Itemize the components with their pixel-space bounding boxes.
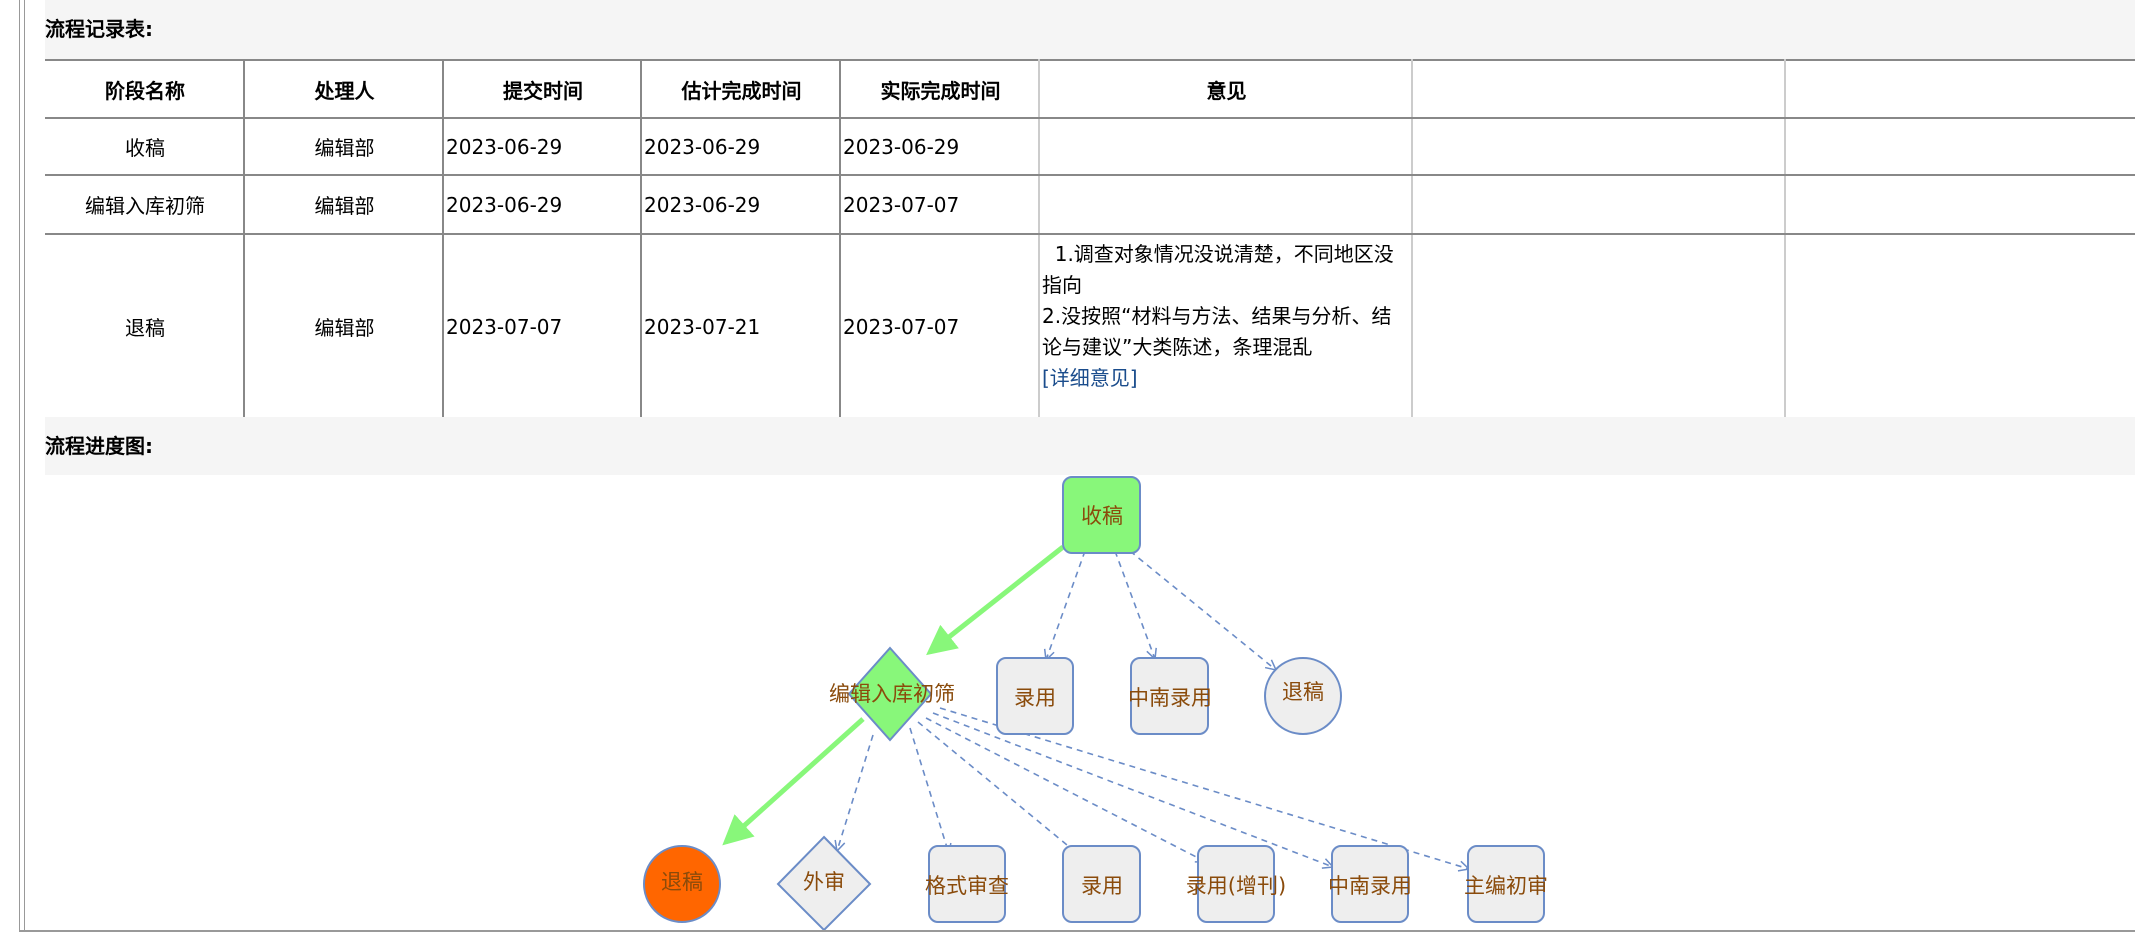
process-record-table: 阶段名称 处理人 提交时间 估计完成时间 实际完成时间 意见 收稿 编辑部 20… — [45, 59, 2135, 418]
node-format-check[interactable] — [928, 845, 1006, 923]
table-row: 退稿 编辑部 2023-07-07 2023-07-21 2023-07-07 … — [45, 234, 2135, 418]
label-reject-1: 退稿 — [1282, 680, 1324, 704]
table-row: 收稿 编辑部 2023-06-29 2023-06-29 2023-06-29 — [45, 118, 2135, 176]
cell-handler: 编辑部 — [244, 175, 444, 235]
edge-completed — [722, 717, 865, 846]
header-empty-2 — [1785, 59, 2135, 119]
header-stage: 阶段名称 — [45, 59, 245, 119]
edge-dashed — [1043, 550, 1086, 662]
cell-estimated: 2023-06-29 — [641, 118, 841, 176]
cell-stage: 收稿 — [45, 118, 245, 176]
cell-handler: 编辑部 — [244, 234, 444, 418]
cell-handler: 编辑部 — [244, 118, 444, 176]
node-supplement[interactable] — [1197, 845, 1275, 923]
cell-actual: 2023-07-07 — [840, 234, 1040, 418]
left-border-inner — [24, 0, 25, 932]
label-chief-review: 主编初审 — [1464, 874, 1548, 898]
cell-empty — [1412, 234, 1786, 418]
header-handler: 处理人 — [244, 59, 444, 119]
node-reject-1[interactable] — [1264, 657, 1342, 735]
detail-opinion-link[interactable]: [详细意见] — [1042, 366, 1138, 390]
table-row: 编辑入库初筛 编辑部 2023-06-29 2023-06-29 2023-07… — [45, 175, 2135, 235]
table-header-row: 阶段名称 处理人 提交时间 估计完成时间 实际完成时间 意见 — [45, 59, 2135, 119]
cell-empty — [1785, 118, 2135, 176]
label-format-check: 格式审查 — [925, 874, 1009, 898]
cell-submitted: 2023-06-29 — [443, 175, 642, 235]
progress-section-title: 流程进度图: — [45, 417, 2135, 475]
label-zn-accept-1: 中南录用 — [1128, 686, 1212, 710]
cell-opinion — [1039, 175, 1413, 235]
left-border — [19, 0, 20, 932]
label-accept-1: 录用 — [1014, 686, 1056, 710]
header-actual: 实际完成时间 — [840, 59, 1040, 119]
node-receive[interactable] — [1062, 476, 1141, 554]
label-reject-2: 退稿 — [661, 870, 703, 894]
node-accept-1[interactable] — [996, 657, 1074, 735]
cell-opinion: 1.调查对象情况没说清楚，不同地区没指向 2.没按照“材料与方法、结果与分析、结… — [1039, 234, 1413, 418]
label-external-review: 外审 — [803, 870, 845, 894]
label-screen: 编辑入库初筛 — [829, 682, 955, 706]
cell-stage: 退稿 — [45, 234, 245, 418]
cell-empty — [1785, 175, 2135, 235]
node-zn-accept-2[interactable] — [1331, 845, 1409, 923]
header-opinion: 意见 — [1039, 59, 1413, 119]
label-zn-accept-2: 中南录用 — [1328, 874, 1412, 898]
label-accept-2: 录用 — [1081, 874, 1123, 898]
label-supplement: 录用(增刊) — [1186, 874, 1286, 898]
record-section-title: 流程记录表: — [45, 0, 2135, 59]
cell-estimated: 2023-06-29 — [641, 175, 841, 235]
opinion-text: 1.调查对象情况没说清楚，不同地区没指向 2.没按照“材料与方法、结果与分析、结… — [1042, 242, 1394, 359]
label-receive: 收稿 — [1081, 504, 1123, 528]
cell-actual: 2023-07-07 — [840, 175, 1040, 235]
node-accept-2[interactable] — [1062, 845, 1141, 923]
cell-stage: 编辑入库初筛 — [45, 175, 245, 235]
cell-submitted: 2023-07-07 — [443, 234, 642, 418]
cell-estimated: 2023-07-21 — [641, 234, 841, 418]
edge-dashed — [1114, 550, 1157, 661]
bottom-border — [19, 930, 2135, 932]
edge-dashed — [917, 721, 1086, 861]
edge-dashed — [925, 717, 1208, 863]
cell-submitted: 2023-06-29 — [443, 118, 642, 176]
cell-opinion — [1039, 118, 1413, 176]
edge-dashed — [1129, 550, 1278, 672]
node-zn-accept-1[interactable] — [1130, 657, 1209, 735]
node-chief-review[interactable] — [1467, 845, 1545, 923]
edge-dashed — [834, 734, 874, 853]
header-submitted: 提交时间 — [443, 59, 642, 119]
edge-dashed — [909, 727, 952, 856]
edge-dashed — [932, 712, 1335, 869]
node-reject-2[interactable] — [643, 845, 721, 923]
cell-empty — [1412, 175, 1786, 235]
header-estimated: 估计完成时间 — [641, 59, 841, 119]
header-empty-1 — [1412, 59, 1786, 119]
cell-empty — [1412, 118, 1786, 176]
edge-completed — [926, 545, 1065, 656]
cell-actual: 2023-06-29 — [840, 118, 1040, 176]
node-screen[interactable] — [847, 646, 933, 742]
